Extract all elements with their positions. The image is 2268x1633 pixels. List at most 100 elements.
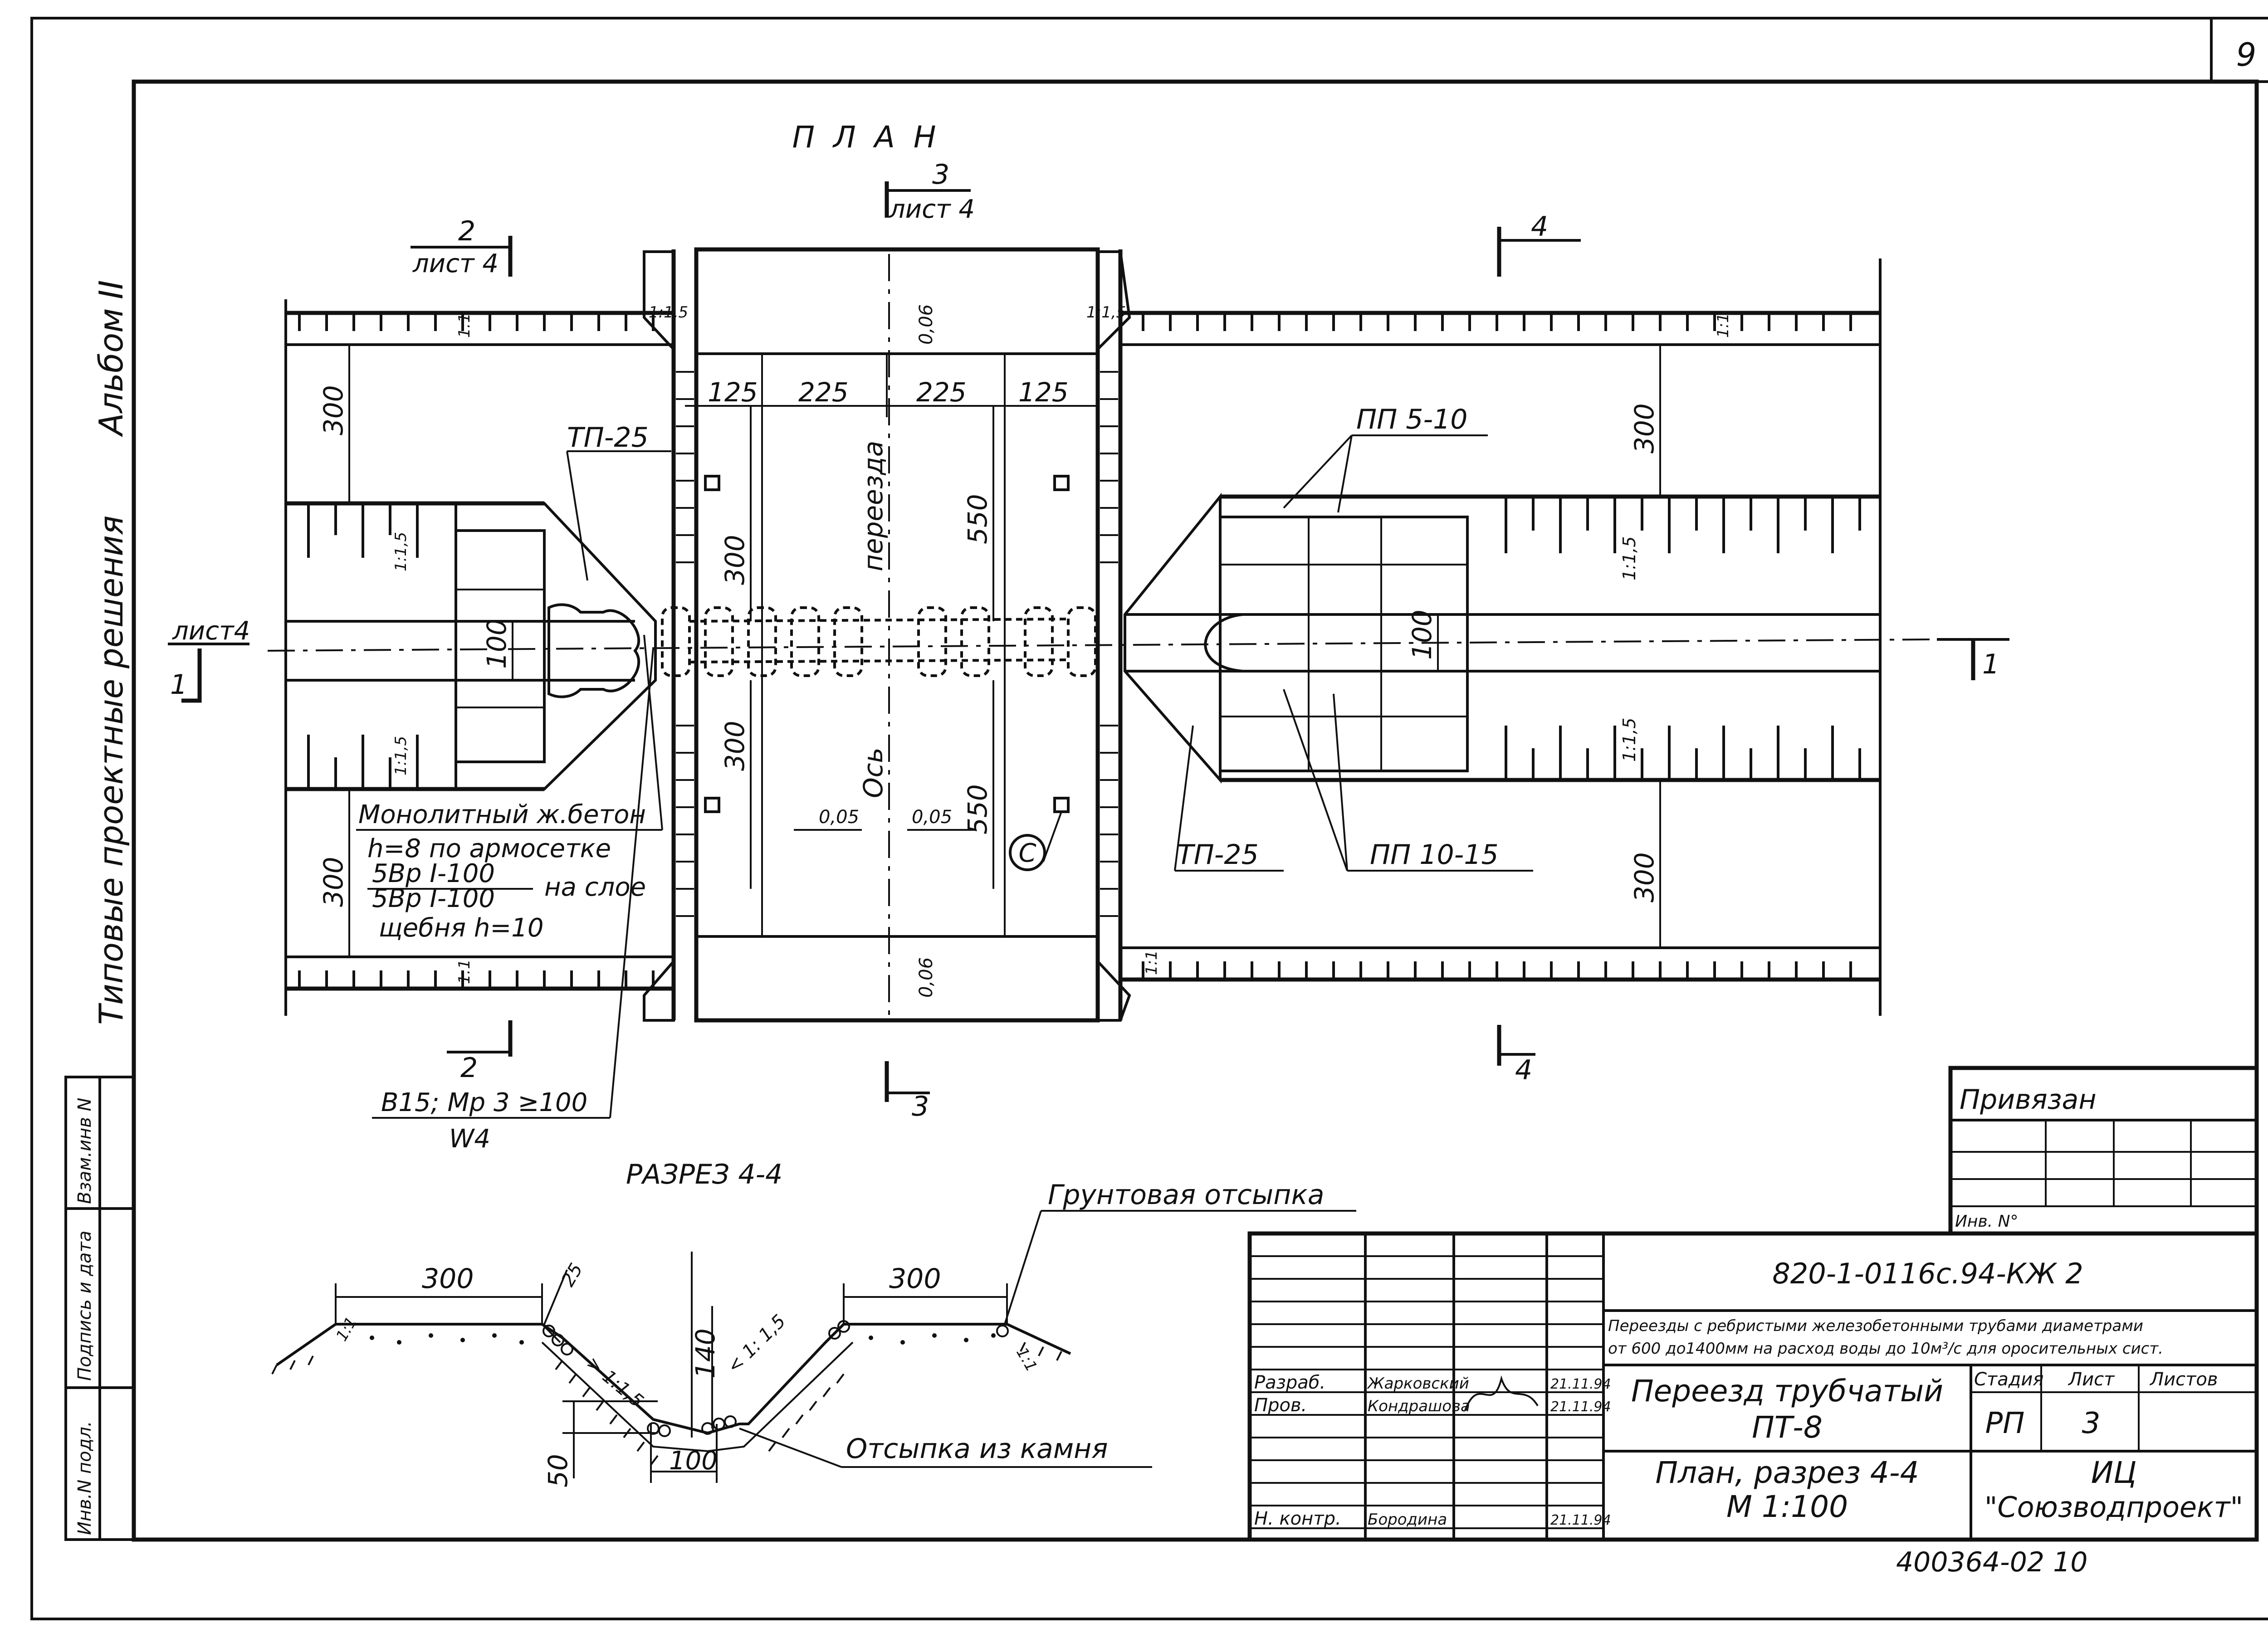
dim-300-r1: 300 xyxy=(1629,403,1660,453)
sect-dim-25: 25 xyxy=(557,1260,587,1290)
name-prov: Кондрашова xyxy=(1368,1397,1470,1415)
pp1015-label: ПП 10-15 xyxy=(1370,839,1499,871)
signature-scribble xyxy=(1464,1375,1539,1411)
slope-115-c2: 1:1,5 xyxy=(1086,303,1126,322)
note-line1: Монолитный ж.бетон xyxy=(358,800,646,829)
note-line5: щебня h=10 xyxy=(379,913,544,943)
dim-100-l: 100 xyxy=(481,619,512,669)
sect-slope-11-l: 1:1 xyxy=(332,1314,361,1344)
album-label: Альбом xyxy=(92,308,130,437)
sect4-bottom-num: 4 xyxy=(1515,1054,1532,1086)
stage-value: РП xyxy=(1985,1407,2025,1440)
dim-125-b: 125 xyxy=(1018,377,1069,408)
slope-11-br: 1:1 xyxy=(1143,950,1161,975)
sect1-left-num: 1 xyxy=(170,669,187,701)
name-nkontr: Бородина xyxy=(1368,1511,1447,1529)
drawing-frame xyxy=(132,79,2259,1542)
series-label: Типовые проектные решения xyxy=(92,516,130,1025)
slope-115-r1: 1:1,5 xyxy=(1619,536,1639,580)
role-razrab: Разраб. xyxy=(1254,1372,1325,1393)
plan-title: П Л А Н xyxy=(792,120,941,155)
slope-115-r2: 1:1,5 xyxy=(1619,718,1639,762)
doc-desc1: Переезды с ребристыми железобетонными тр… xyxy=(1608,1317,2143,1335)
sect3-top-ref: лист 4 xyxy=(889,195,975,224)
doc-desc2: от 600 до1400мм на расход воды до 10м³/с… xyxy=(1608,1340,2163,1358)
dim-300-c1: 300 xyxy=(719,535,750,585)
pp510-label: ПП 5-10 xyxy=(1356,404,1467,435)
sect1-left-ref: лист4 xyxy=(172,616,250,646)
stamp-vzam: Взам.инв N xyxy=(74,1098,95,1204)
stamp-podpis: Подпись и дата xyxy=(74,1231,95,1381)
sect4-top-num: 4 xyxy=(1531,211,1548,243)
dim-300-l2: 300 xyxy=(318,857,349,907)
sect2-bottom-num: 2 xyxy=(460,1052,478,1084)
dim-125-a: 125 xyxy=(708,377,758,408)
left-stamp: Инв.N подл. Подпись и дата Взам.инв N xyxy=(64,1076,135,1541)
c-label: С xyxy=(1018,838,1036,868)
dim-100-r: 100 xyxy=(1407,609,1437,660)
role-nkontr: Н. контр. xyxy=(1254,1508,1341,1529)
dim-005-l: 0,05 xyxy=(819,807,859,828)
role-prov: Пров. xyxy=(1254,1395,1307,1416)
sect-slope-a: > 1:1,5 xyxy=(582,1352,648,1412)
scale: М 1:100 xyxy=(1726,1489,1848,1524)
sect-dim-300-l: 300 xyxy=(422,1263,474,1295)
section-view: РАЗРЕЗ 4-4 xyxy=(271,1159,1356,1487)
dim-300-c2: 300 xyxy=(719,721,750,771)
list-header: Лист xyxy=(2068,1369,2115,1390)
sect3-bottom-num: 3 xyxy=(912,1091,929,1122)
dim-006-top: 0,06 xyxy=(916,304,937,345)
sect1-right-num: 1 xyxy=(1982,648,1999,680)
slope-11-bl: 1:1 xyxy=(455,959,474,984)
note-line4: 5Вр I-100 xyxy=(372,884,495,913)
album-number: II xyxy=(92,280,130,299)
slope-11-tr: 1:1 xyxy=(1714,313,1732,338)
sect-slope-11-r: 1:1 xyxy=(1012,1345,1041,1375)
plan-view: П Л А Н 3 лист 4 2 лист 4 4 1:1 xyxy=(168,120,2009,1154)
concrete-line1: В15; Мр 3 ≥100 xyxy=(381,1088,587,1117)
dim-550-a: 550 xyxy=(962,494,993,544)
dim-300-r2: 300 xyxy=(1629,852,1660,902)
soil-fill-label: Грунтовая отсыпка xyxy=(1048,1179,1324,1211)
sect-slope-b: < 1: 1,5 xyxy=(723,1311,790,1377)
sect-dim-300-r: 300 xyxy=(889,1263,941,1295)
axis-label2: переезда xyxy=(858,441,889,571)
sect-dim-100: 100 xyxy=(669,1446,718,1476)
object-code: ПТ-8 xyxy=(1752,1410,1823,1445)
stamp-inv-podl: Инв.N подл. xyxy=(74,1421,95,1535)
side-labels: Альбом II Типовые проектные решения xyxy=(92,280,130,1025)
privyazan-label: Привязан xyxy=(1960,1084,2097,1116)
slope-11-tl: 1:1 xyxy=(455,313,474,338)
sect-dim-140: 140 xyxy=(690,1328,721,1379)
slope-115-l1: 1:1,5 xyxy=(392,532,410,571)
doc-code: 820-1-0116с.94-КЖ 2 xyxy=(1772,1257,2083,1290)
note-line3: 5Вр I-100 xyxy=(372,859,495,888)
dim-225-b: 225 xyxy=(916,377,967,408)
title-block: Привязан Инв. N° Разраб. Жарковский 21.1… xyxy=(1247,1066,2259,1542)
slope-115-l2: 1:1,5 xyxy=(392,736,410,775)
list-value: 3 xyxy=(2082,1407,2101,1440)
sheet-title: План, разрез 4-4 xyxy=(1655,1455,1919,1490)
footer-code: 400364-02 10 xyxy=(1896,1546,2087,1578)
dim-006-bot: 0,06 xyxy=(916,957,937,998)
sect2-top-ref: лист 4 xyxy=(412,249,499,278)
org-line2: "Союзводпроект" xyxy=(1984,1491,2243,1524)
object-title: Переезд трубчатый xyxy=(1631,1374,1943,1409)
dim-005-r: 0,05 xyxy=(912,807,952,828)
lists-header: Листов xyxy=(2149,1369,2218,1390)
sect-dim-50: 50 xyxy=(543,1454,573,1487)
sheet-number: 9 xyxy=(2236,36,2257,73)
note-line4b: на слое xyxy=(544,873,646,902)
date-nkontr: 21.11.94 xyxy=(1550,1512,1611,1528)
stone-fill-label: Отсыпка из камня xyxy=(846,1433,1108,1465)
org-line1: ИЦ xyxy=(2091,1455,2137,1490)
inv-label: Инв. N° xyxy=(1955,1212,2019,1231)
date-razrab: 21.11.94 xyxy=(1550,1376,1611,1392)
sheet-number-box xyxy=(2210,17,2268,83)
sect2-top-num: 2 xyxy=(458,215,475,247)
axis-label: Ось xyxy=(858,747,889,798)
name-razrab: Жарковский xyxy=(1367,1375,1469,1393)
date-prov: 21.11.94 xyxy=(1550,1399,1611,1415)
sect3-top-num: 3 xyxy=(932,159,949,190)
sheet-outer-frame xyxy=(30,17,2268,1620)
